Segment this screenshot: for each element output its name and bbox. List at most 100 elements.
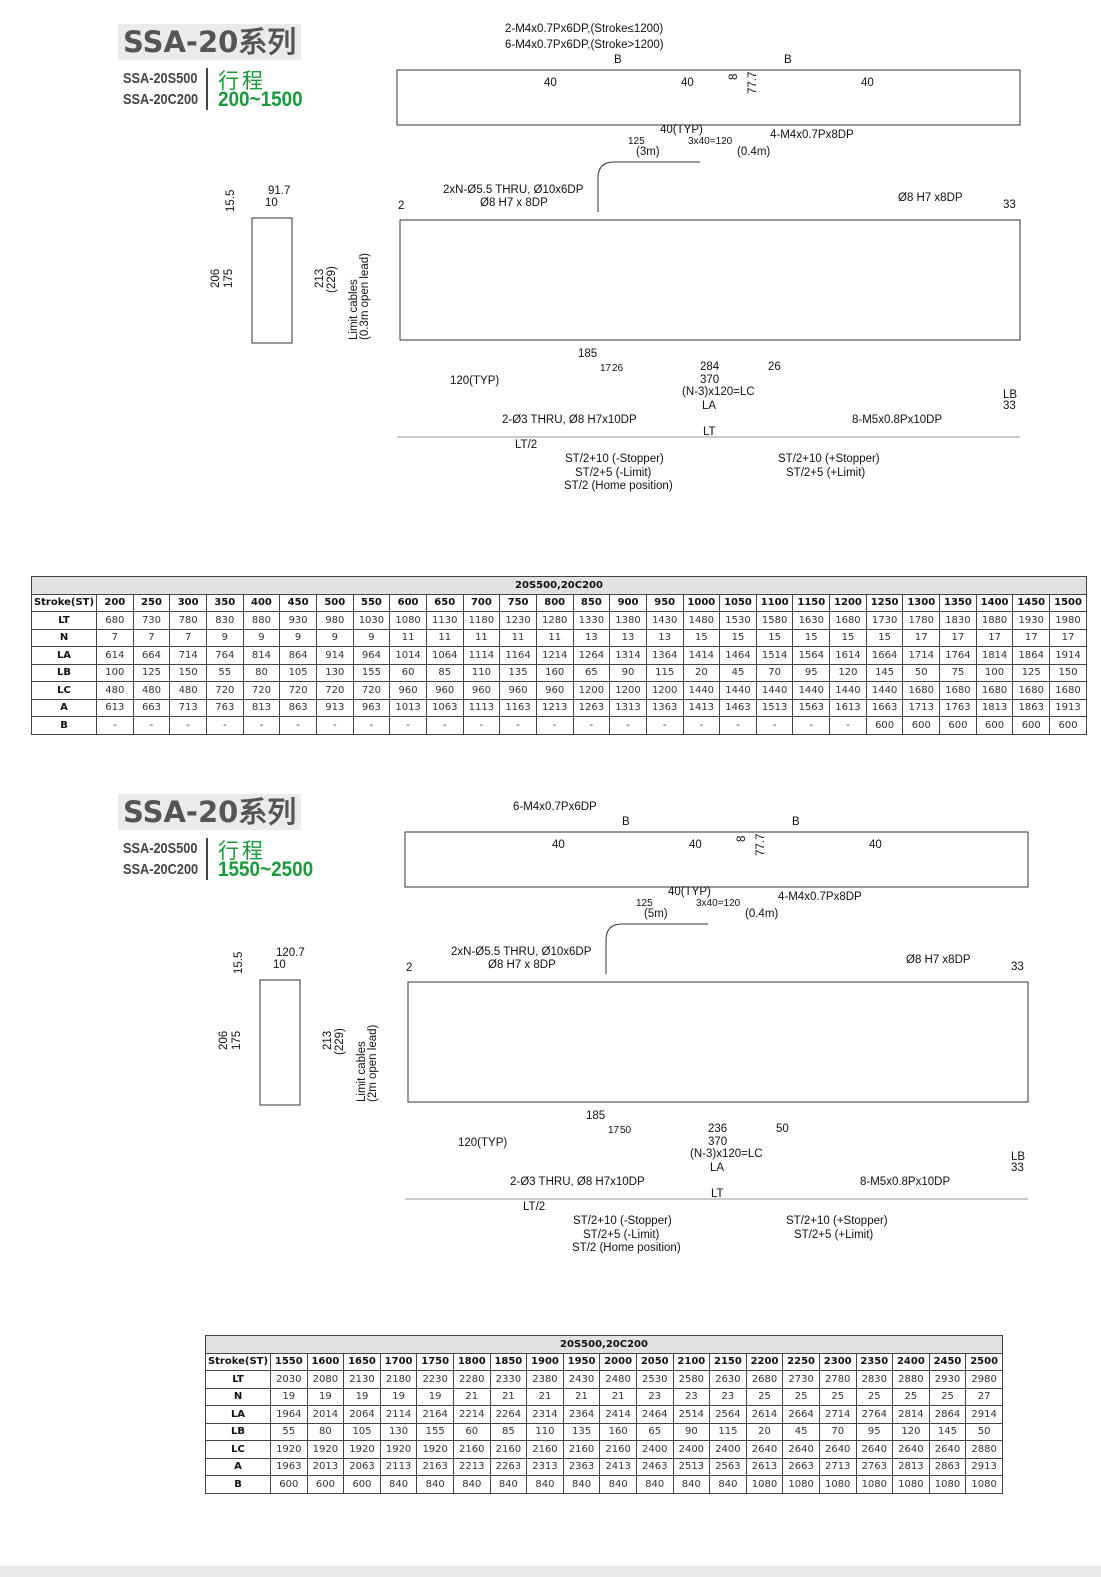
value-cell: 2230 [416, 1370, 454, 1389]
value-cell: 1200 [609, 681, 647, 700]
value-cell: 930 [279, 611, 317, 630]
value-cell: 1080 [782, 1475, 820, 1494]
stroke-cell: 1200 [829, 593, 867, 612]
value-cell: 19 [416, 1387, 454, 1406]
value-cell: 1514 [755, 646, 794, 665]
value-cell: - [132, 716, 171, 735]
value-cell: 1764 [939, 646, 977, 665]
value-cell: 864 [279, 646, 317, 665]
value-cell: 2914 [965, 1405, 1003, 1424]
value-cell: 21 [526, 1387, 564, 1406]
value-cell: 2713 [818, 1457, 857, 1476]
value-cell: 1863 [1012, 698, 1051, 717]
value-cell: 1780 [902, 611, 941, 630]
row-label: LT [205, 1370, 271, 1389]
value-cell: 2160 [562, 1440, 601, 1459]
value-cell: 155 [352, 663, 391, 682]
value-cell: 600 [1012, 716, 1051, 735]
label: 40 [861, 77, 874, 89]
value-cell: 150 [169, 663, 207, 682]
value-cell: 1920 [270, 1440, 308, 1459]
value-cell: 1663 [865, 698, 904, 717]
stroke-label: 行程 [218, 69, 266, 93]
value-cell: 25 [782, 1387, 820, 1406]
value-cell: 1440 [682, 681, 721, 700]
value-cell: 840 [672, 1475, 711, 1494]
value-cell: 80 [306, 1422, 345, 1441]
value-cell: 25 [855, 1387, 894, 1406]
value-cell: 1680 [975, 681, 1014, 700]
label: B [614, 54, 622, 66]
value-cell: 840 [489, 1475, 528, 1494]
value-cell: 19 [270, 1387, 308, 1406]
label: 125 [628, 136, 645, 147]
value-cell: 2064 [343, 1405, 381, 1424]
value-cell: 600 [975, 716, 1014, 735]
row-label: LB [31, 663, 97, 682]
value-cell: 2214 [452, 1405, 491, 1424]
stroke-cell: 1500 [1049, 593, 1087, 612]
label: 284 [700, 361, 720, 373]
value-cell: 2514 [672, 1405, 711, 1424]
value-cell: 600 [306, 1475, 345, 1494]
value-cell: 480 [169, 681, 207, 700]
value-cell: 600 [865, 716, 904, 735]
value-cell: 2400 [635, 1440, 674, 1459]
value-cell: - [755, 716, 794, 735]
value-cell: 17 [902, 628, 941, 647]
value-cell: 2314 [526, 1405, 564, 1424]
value-cell: 830 [205, 611, 244, 630]
value-cell: 1114 [462, 646, 501, 665]
value-cell: 135 [562, 1422, 601, 1441]
model-name: SSA-20S500 [123, 70, 198, 87]
stroke-cell: 600 [389, 593, 427, 612]
value-cell: 2330 [489, 1370, 528, 1389]
value-cell: 714 [169, 646, 207, 665]
value-cell: 130 [315, 663, 354, 682]
value-cell: 1630 [792, 611, 831, 630]
label: (0.3m open lead) [359, 253, 371, 340]
label: 40 [552, 839, 565, 851]
label: 26 [612, 363, 624, 374]
top-view-labels: 6-M4x0.7Px6DP B B 40 40 40 8 77.7 40(TYP… [513, 801, 882, 920]
stroke-cell: 2000 [599, 1352, 637, 1371]
stroke-cell: 1800 [452, 1352, 491, 1371]
label: ST/2+5 (-Limit) [575, 467, 652, 479]
stroke-cell: 2150 [709, 1352, 747, 1371]
value-cell: 1880 [975, 611, 1014, 630]
stroke-label: 行程 [218, 839, 266, 863]
value-cell: 11 [425, 628, 464, 647]
row-label: N [205, 1387, 271, 1406]
value-cell: - [829, 716, 867, 735]
table-title: 20S500,20C200 [205, 1335, 1003, 1354]
value-cell: 1113 [462, 698, 501, 717]
value-cell: 1930 [1012, 611, 1051, 630]
value-cell: 2264 [489, 1405, 528, 1424]
label: Ø8 H7 x 8DP [488, 959, 556, 971]
label: 3x40=120 [696, 898, 741, 909]
row-label: LC [31, 681, 97, 700]
row-label: A [205, 1457, 271, 1476]
label: (0.4m) [745, 908, 778, 920]
label: 40 [544, 77, 557, 89]
value-cell: 19 [343, 1387, 381, 1406]
value-cell: 2313 [526, 1457, 564, 1476]
label: LT [711, 1188, 724, 1200]
value-cell: 480 [132, 681, 171, 700]
series-title: SSA-20系列 [118, 794, 302, 830]
row-label: B [205, 1475, 271, 1494]
value-cell: 2480 [599, 1370, 637, 1389]
label: (N-3)x120=LC [690, 1148, 763, 1160]
value-cell: 600 [343, 1475, 381, 1494]
label: LB [1011, 1151, 1025, 1163]
value-cell: 2864 [928, 1405, 967, 1424]
value-cell: 1964 [270, 1405, 308, 1424]
value-cell: 11 [499, 628, 537, 647]
value-cell: 1440 [829, 681, 867, 700]
stroke-cell: 1100 [755, 593, 794, 612]
